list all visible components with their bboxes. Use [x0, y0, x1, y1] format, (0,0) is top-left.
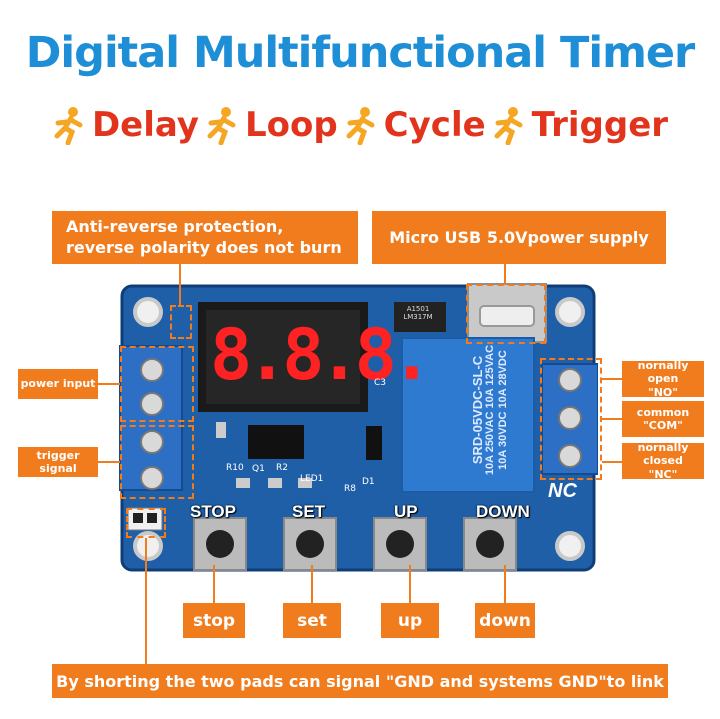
com-callout-line-2: "COM": [643, 419, 683, 432]
up-leader: [409, 565, 411, 603]
anti-reverse-callout: Anti-reverse protection, reverse polarit…: [52, 211, 358, 264]
timer-board-image: [119, 283, 598, 572]
runner-icon: [54, 107, 83, 145]
nc-silk-label: NC: [548, 480, 577, 502]
nc-callout-line-2: "NC": [648, 467, 678, 481]
mode-loop: Loop: [244, 105, 338, 145]
silk-led1: LED1: [300, 474, 324, 484]
runner-icon: [494, 107, 523, 145]
relay-markings: SRD-05VDC-SL-C 10A 250VAC 10A 125VAC 10A…: [425, 340, 555, 480]
no-callout-line-2: "NO": [647, 385, 679, 399]
page-title: Digital Multifunctional Timer: [25, 28, 696, 78]
silk-d1: D1: [362, 477, 375, 487]
anti-reverse-line-2: reverse polarity does not burn: [66, 237, 342, 257]
silk-r10: R10: [226, 463, 244, 473]
board-stop-label: STOP: [190, 502, 236, 521]
com-callout: common "COM": [622, 401, 704, 437]
anti-reverse-line-1: Anti-reverse protection,: [66, 216, 284, 236]
set-callout: set: [283, 603, 341, 638]
no-callout: nornally open "NO": [622, 359, 704, 399]
board-down-label: DOWN: [476, 502, 530, 521]
usb-highlight: [466, 284, 546, 344]
nc-callout-line-1: nornally closed: [637, 441, 689, 468]
no-callout-line-1: nornally open: [637, 359, 689, 386]
runner-icon: [207, 107, 236, 145]
silk-r2: R2: [276, 463, 288, 473]
com-leader: [602, 418, 622, 420]
set-leader: [311, 565, 313, 603]
board-set-label: SET: [292, 502, 326, 521]
silk-q1: Q1: [252, 464, 265, 474]
down-leader: [504, 565, 506, 603]
mode-list: Delay Loop Cycle Trigger: [0, 102, 720, 148]
trigger-signal-leader: [98, 461, 120, 463]
power-input-leader: [98, 383, 120, 385]
ic-marking: A1501 LM317M: [403, 305, 433, 321]
silk-c3: C3: [374, 378, 387, 388]
nc-leader: [602, 461, 622, 463]
board-up-label: UP: [394, 502, 418, 521]
diode-highlight: [170, 305, 192, 339]
mode-delay: Delay: [91, 105, 199, 145]
trigger-signal-callout: trigger signal: [18, 447, 98, 477]
nc-callout: nornally closed "NC": [622, 441, 704, 481]
seven-segment-display: 8.8.8.: [210, 314, 433, 396]
bottom-note-callout: By shorting the two pads can signal "GND…: [52, 664, 668, 698]
anti-reverse-leader: [179, 263, 181, 305]
relay-rating-1: 10A 250VAC 10A 125VAC: [483, 344, 496, 476]
up-callout: up: [381, 603, 439, 638]
mode-trigger: Trigger: [531, 105, 669, 145]
stop-callout: stop: [183, 603, 245, 638]
power-input-highlight: [120, 346, 194, 422]
silk-r8: R8: [344, 484, 356, 494]
power-input-callout: power input: [18, 369, 98, 399]
com-callout-line-1: common: [636, 405, 690, 419]
down-callout: down: [475, 603, 535, 638]
relay-rating-2: 10A 30VDC 10A 28VDC: [496, 350, 509, 470]
stop-leader: [213, 565, 215, 603]
usb-callout: Micro USB 5.0Vpower supply: [372, 211, 666, 264]
no-leader: [602, 378, 622, 380]
runner-icon: [346, 107, 375, 145]
relay-model: SRD-05VDC-SL-C: [469, 355, 485, 465]
usb-leader: [504, 263, 506, 285]
jumper-leader: [145, 538, 147, 664]
mode-cycle: Cycle: [383, 105, 486, 145]
trigger-signal-highlight: [120, 425, 194, 499]
relay-terminal-highlight: [540, 358, 602, 480]
jumper-pads-highlight: [126, 508, 166, 538]
